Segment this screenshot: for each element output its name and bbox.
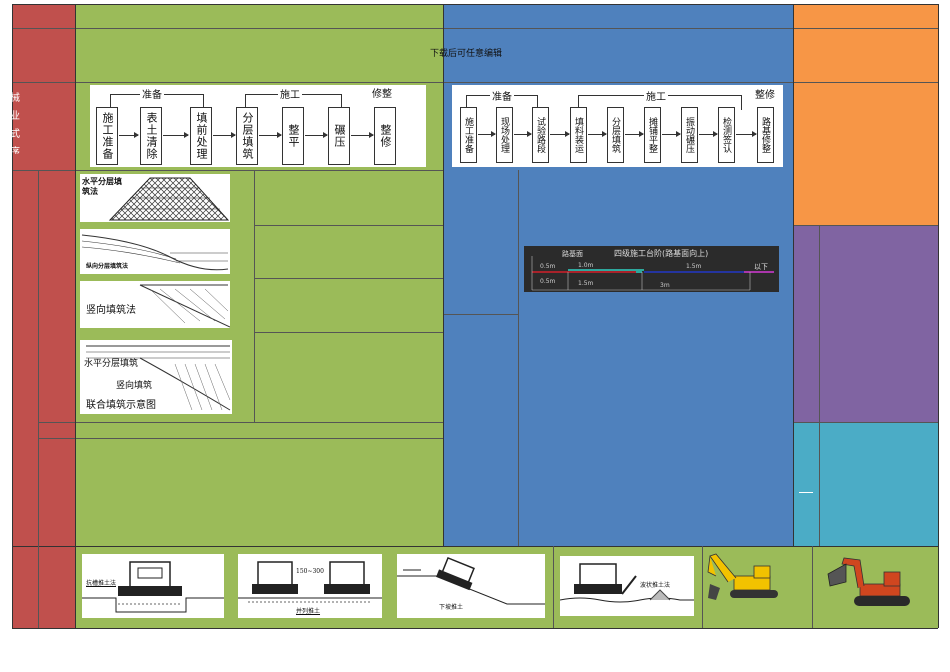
parallel-push-label: 并列推土 xyxy=(296,608,321,615)
flow-right-step-4: 填料装运 xyxy=(570,107,587,163)
parallel-push-dim: 150~300 xyxy=(296,568,324,575)
vertical-fill-illustration xyxy=(139,284,230,328)
flow-left-step-6: 碾压 xyxy=(328,107,350,165)
flow-right-step-8: 检测签认 xyxy=(718,107,735,163)
intermittent-push-illustration xyxy=(560,563,694,603)
flow-right-step-7: 振动碾压 xyxy=(681,107,698,163)
orange-column xyxy=(793,4,938,225)
teal-block xyxy=(793,422,938,546)
horizontal-fill-diagram: 水平分层填筑法 xyxy=(80,174,230,222)
flow-right-step-5: 分层填筑 xyxy=(607,107,624,163)
combined-caption: 联合填筑示意图 xyxy=(86,400,156,411)
side-label-1: 械 xyxy=(10,93,20,104)
excavator-photo-2 xyxy=(820,550,916,614)
intermittent-push-diagram: 波状推土法 xyxy=(560,556,694,616)
excavator-icon xyxy=(827,557,910,606)
flow-right-step-2: 现场处理 xyxy=(496,107,513,163)
horizontal-fill-illustration xyxy=(108,177,230,221)
parallel-push-diagram: 150~300 并列推土 xyxy=(238,554,382,618)
excavator-photo-1 xyxy=(706,548,790,608)
downhill-push-diagram: 下坡推土 xyxy=(397,554,545,618)
flow-left-step-3: 填前处理 xyxy=(190,107,212,165)
flow-right-step-3: 试验路段 xyxy=(532,107,549,163)
flow-left-step-4: 分层填筑 xyxy=(236,107,258,165)
flow-left-step-7: 整修 xyxy=(374,107,396,165)
longitudinal-fill-illustration xyxy=(81,234,229,271)
longitudinal-fill-diagram: 纵向分层填筑法 xyxy=(80,229,230,274)
trench-push-label: 抗槽推土法 xyxy=(86,580,117,587)
side-label-3: 式 xyxy=(10,129,20,140)
steps-dim-bottom-3: 3m xyxy=(660,282,670,289)
combined-fill-illustration xyxy=(86,345,231,411)
vertical-fill-diagram: 竖向填筑法 xyxy=(80,281,230,328)
steps-dim-bottom-2: 1.5m xyxy=(578,280,594,287)
steps-dim-top-3: 1.5m xyxy=(686,263,702,270)
flowchart-left: 准备 施工 修整 施工准备 表土清除 填前处理 分层填筑 整平 碾压 整修 xyxy=(90,85,426,167)
flow-right-group-fix: 整修 xyxy=(753,86,777,101)
steps-diagram-lines xyxy=(531,256,774,291)
teal-dash xyxy=(799,492,813,493)
intermittent-push-label: 波状推土法 xyxy=(640,582,671,589)
steps-dim-bottom-1: 0.5m xyxy=(540,278,556,285)
flowchart-right: 准备 施工 整修 施工准备 现场处理 试验路段 填料装运 分层填筑 摊铺平整 振… xyxy=(452,85,783,167)
flow-left-step-5: 整平 xyxy=(282,107,304,165)
flow-right-step-6: 摊铺平整 xyxy=(644,107,661,163)
side-label-4: 序 xyxy=(10,147,20,154)
steps-dim-top-1: 0.5m xyxy=(540,263,556,270)
steps-title: 四级施工台阶(路基面向上) xyxy=(614,249,709,258)
vertical-fill-label: 竖向填筑法 xyxy=(86,305,136,316)
excavator-icon xyxy=(707,553,778,600)
flow-left-step-2: 表土清除 xyxy=(140,107,162,165)
steps-diagram: 路基面 四级施工台阶(路基面向上) 以下 0.5m 1.0m 1.5m 0.5m… xyxy=(524,246,779,292)
trench-push-illustration xyxy=(82,561,224,613)
downhill-push-label: 下坡推土 xyxy=(439,604,464,611)
flow-right-group-prep: 准备 xyxy=(490,88,514,103)
purple-block xyxy=(793,225,938,422)
flow-right-step-1: 施工准备 xyxy=(460,107,477,163)
side-label-2: 业 xyxy=(10,111,20,122)
left-red-column xyxy=(12,4,75,628)
horizontal-fill-label: 水平分层填筑法 xyxy=(82,176,122,196)
steps-below-label: 以下 xyxy=(754,263,768,271)
trench-push-diagram: 抗槽推土法 xyxy=(82,554,224,618)
parallel-push-illustration xyxy=(238,561,382,603)
flow-left-step-1: 施工准备 xyxy=(96,107,118,165)
downhill-push-illustration xyxy=(397,556,545,605)
steps-top-label: 路基面 xyxy=(562,250,583,258)
steps-dim-top-2: 1.0m xyxy=(578,262,594,269)
flow-left-group-build: 施工 xyxy=(278,86,302,101)
flow-right-step-9: 路基修整 xyxy=(757,107,774,163)
combined-horizontal-label: 水平分层填筑 xyxy=(84,359,139,369)
flow-left-group-prep: 准备 xyxy=(140,86,164,101)
edit-notice: 下载后可任意编辑 xyxy=(430,49,503,59)
combined-vertical-label: 竖向填筑 xyxy=(116,381,153,391)
combined-fill-diagram: 水平分层填筑 竖向填筑 联合填筑示意图 xyxy=(80,340,232,414)
flow-right-group-build: 施工 xyxy=(644,88,668,103)
longitudinal-fill-label: 纵向分层填筑法 xyxy=(86,263,129,270)
flow-left-group-fix: 修整 xyxy=(370,85,394,100)
